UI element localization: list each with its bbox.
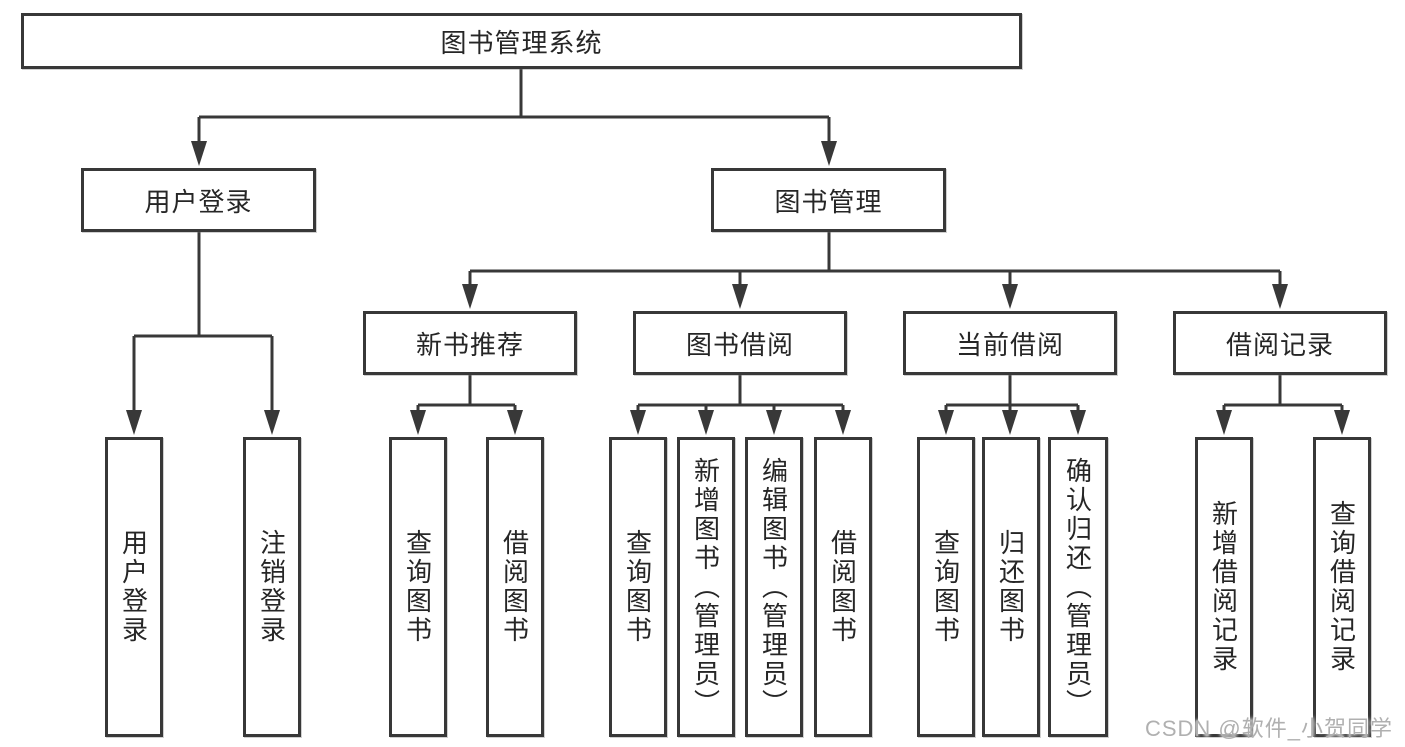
node-query-borrow-record: 查询借阅记录 bbox=[1313, 437, 1371, 737]
node-borrow-record: 借阅记录 bbox=[1173, 311, 1387, 375]
node-borrow-book-under-recommend: 借阅图书 bbox=[486, 437, 544, 737]
arrowhead bbox=[766, 410, 782, 435]
node-return-book: 归还图书 bbox=[982, 437, 1040, 737]
node-logout-leaf: 注销登录 bbox=[243, 437, 301, 737]
connector-arrowheads bbox=[126, 141, 1350, 435]
node-confirm-return-admin: 确认归还（管理员） bbox=[1048, 437, 1108, 737]
node-user-login-leaf: 用户登录 bbox=[105, 437, 163, 737]
node-query-book-under-current: 查询图书 bbox=[917, 437, 975, 737]
node-book-borrow: 图书借阅 bbox=[633, 311, 847, 375]
connector-borrowrecord-to-leaves bbox=[1222, 375, 1344, 415]
connector-shafts bbox=[132, 69, 1344, 415]
arrowhead bbox=[1070, 410, 1086, 435]
node-new-book-recommend: 新书推荐 bbox=[363, 311, 577, 375]
arrowhead bbox=[630, 410, 646, 435]
node-current-borrow: 当前借阅 bbox=[903, 311, 1117, 375]
arrowhead bbox=[1002, 410, 1018, 435]
arrowhead bbox=[1334, 410, 1350, 435]
connector-bookborrow-to-leaves bbox=[636, 375, 845, 415]
arrowhead bbox=[1216, 410, 1232, 435]
node-library-management-system: 图书管理系统 bbox=[21, 13, 1022, 69]
arrowhead bbox=[732, 284, 748, 309]
connector-bookmgmt-to-level3 bbox=[468, 232, 1282, 289]
arrowhead bbox=[462, 284, 478, 309]
arrowhead bbox=[938, 410, 954, 435]
node-book-management: 图书管理 bbox=[711, 168, 946, 232]
connector-currentborrow-to-leaves bbox=[944, 375, 1080, 415]
arrowhead bbox=[1272, 284, 1288, 309]
arrowhead bbox=[507, 410, 523, 435]
arrowhead bbox=[191, 141, 207, 166]
node-query-book-under-recommend: 查询图书 bbox=[389, 437, 447, 737]
csdn-watermark: CSDN @软件_小贺同学 bbox=[1144, 716, 1393, 741]
connector-userlogin-to-leaves bbox=[132, 232, 274, 415]
node-borrow-book-leaf: 借阅图书 bbox=[814, 437, 872, 737]
arrowhead bbox=[698, 410, 714, 435]
arrowhead bbox=[1002, 284, 1018, 309]
connector-root-to-level2 bbox=[197, 69, 831, 146]
node-add-book-admin: 新增图书（管理员） bbox=[677, 437, 735, 737]
arrowhead bbox=[264, 410, 280, 435]
arrowhead bbox=[835, 410, 851, 435]
arrowhead bbox=[126, 410, 142, 435]
node-add-borrow-record: 新增借阅记录 bbox=[1195, 437, 1253, 737]
connector-newbook-to-leaves bbox=[416, 375, 517, 415]
node-query-book-under-borrow: 查询图书 bbox=[609, 437, 667, 737]
arrowhead bbox=[821, 141, 837, 166]
node-edit-book-admin: 编辑图书（管理员） bbox=[745, 437, 803, 737]
arrowhead bbox=[410, 410, 426, 435]
node-user-login: 用户登录 bbox=[81, 168, 316, 232]
